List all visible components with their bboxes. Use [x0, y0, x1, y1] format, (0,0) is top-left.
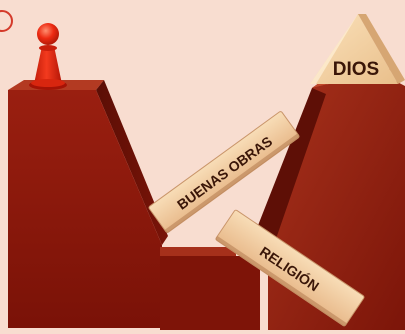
left-cliff-slope — [96, 80, 168, 245]
valley-floor-front — [160, 256, 260, 330]
peak-highlight — [310, 14, 358, 84]
pawn-icon — [29, 23, 67, 90]
buenas-obras-plank-board — [148, 111, 300, 233]
left-cliff — [8, 80, 168, 328]
left-cliff-front — [8, 90, 162, 328]
pawn-body — [34, 46, 62, 84]
peak-label: DIOS — [333, 59, 379, 80]
right-cliff-shadow — [246, 78, 330, 262]
peak-pyramid: DIOS — [310, 14, 405, 84]
religion-plank-edge — [215, 235, 347, 327]
buenas-obras-label: BUENAS OBRAS — [174, 133, 275, 213]
buenas-obras-plank-edge — [164, 133, 300, 234]
pawn-collar — [39, 45, 57, 51]
valley-floor-top — [160, 247, 236, 256]
corner-circle-marker — [0, 10, 13, 32]
peak-face — [310, 14, 398, 84]
peak-side — [358, 14, 405, 84]
pawn-base-top — [31, 79, 65, 87]
pawn-head — [37, 23, 59, 45]
valley-floor — [160, 247, 260, 330]
